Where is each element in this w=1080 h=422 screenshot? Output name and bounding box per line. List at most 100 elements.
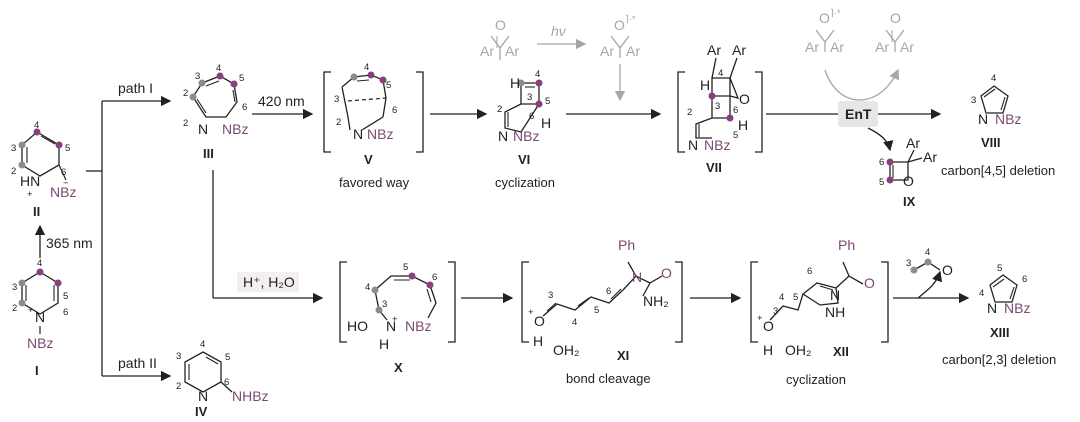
aryl-label: Ar [906,135,920,151]
charge-plus: + [27,189,33,200]
atom-label: H [763,342,773,358]
aryl-label: Ar [923,149,937,165]
condition-ent: EnT [845,106,872,122]
atom-number: 4 [572,317,577,328]
atom-dot [367,71,375,79]
group-label: NBz [50,184,76,200]
aryl-label: Ar [900,39,914,55]
atom-dot [708,92,716,100]
excited-state-mark: ⌉·* [625,14,636,25]
atom-number: 2 [336,117,341,128]
atom-number: 4 [200,339,205,350]
compound-VIII: 4 3 N NBz VIII carbon[4,5] deletion [941,73,1055,178]
compound-id: VI [518,152,530,167]
compound-VII: Ar Ar O H H 4 3 6 5 2 N NBz VII [677,42,763,175]
compound-VI: 4 5 3 2 6 H H N NBz VI cyclization [495,69,555,190]
atom-number: 5 [545,96,550,107]
atom-number: 4 [216,63,221,74]
atom-dot [198,79,206,87]
atom-number: 3 [527,92,532,103]
atom-label: H [510,75,520,91]
compound-id: XI [617,348,629,363]
charge-plus: + [757,313,763,324]
compound-id: IV [195,404,208,419]
atom-number: 6 [63,307,68,318]
atom-dot [18,161,26,169]
atom-dot [18,279,26,287]
atom-dot [33,128,41,136]
atom-label: OH₂ [553,342,579,358]
atom-number: 3 [715,101,720,112]
atom-number: 6 [606,286,611,297]
atom-label: O [739,91,750,107]
compound-XI: Ph O N NH₂ O + H OH₂ 3 4 5 6 XI bond cle… [521,237,683,386]
group-label: Ph [838,237,855,253]
atom-label: O [903,173,914,189]
atom-dot [886,158,894,166]
compound-id: II [33,204,40,219]
atom-number: 5 [793,292,798,303]
aryl-label: Ar [600,43,614,59]
compound-id: X [394,360,403,375]
atom-label: HN [20,173,40,189]
compound-id: XII [833,344,849,359]
compound-V: 3 2 4 5 6 N NBz V favored way [323,62,424,190]
atom-label: N [987,300,997,316]
charge-minus: − [63,178,69,189]
compound-XII: Ph O N NH 6 5 4 3 O + H OH₂ XII cyclizat… [750,237,889,387]
condition-hv: hν [551,23,566,39]
atom-label: O [942,262,953,278]
photosensitizer-excitation: Ar Ar O hν Ar Ar O ⌉·* [480,14,640,102]
group-label: NBz [995,111,1021,127]
compound-id: IX [903,194,916,209]
atom-number: 4 [365,282,370,293]
compound-id: VIII [981,135,1001,150]
aryl-label: Ar [480,43,494,59]
group-label: NBz [513,128,539,144]
atom-dot [375,306,383,314]
atom-number: 2 [12,303,17,314]
atom-dot [535,100,543,108]
atom-label: H [738,117,748,133]
atom-dot [726,114,734,122]
atom-number: 4 [979,288,984,299]
atom-label: O [534,313,545,329]
atom-label: N [198,121,208,137]
atom-number: 2 [687,107,692,118]
atom-number: 6 [879,157,884,168]
atom-number: 3 [12,282,17,293]
atom-label: O [661,265,672,281]
atom-number: 4 [364,62,369,73]
aryl-label: Ar [707,42,721,58]
atom-number: 3 [906,258,911,269]
condition-420nm: 420 nm [258,93,305,109]
atom-number: 6 [529,111,534,122]
atom-dot [36,268,44,276]
atom-label: O [890,10,901,26]
atom-label: N [688,137,698,153]
aryl-label: Ar [505,43,519,59]
ent-step: EnT Ar Ar O ⌉·* Ar Ar O [766,8,942,152]
compound-id: V [364,152,373,167]
atom-dot [216,72,224,80]
arrow-420nm: 420 nm [252,93,314,120]
atom-dot [910,266,918,274]
atom-dot [18,141,26,149]
atom-number: 6 [1022,274,1027,285]
atom-number: 2 [183,88,188,99]
aryl-label: Ar [830,39,844,55]
hydrolysis-branch: H⁺, H₂O [212,170,324,304]
atom-label: OH₂ [785,342,811,358]
atom-number: 6 [432,272,437,283]
atom-label: H [379,336,389,352]
group-label: NBz [704,137,730,153]
atom-number: 5 [594,305,599,316]
atom-number: 4 [37,258,42,269]
atom-label: O [495,17,506,33]
compound-IV: 3 4 5 2 6 N NHBz IV [176,339,269,419]
charge-plus: + [28,305,34,316]
group-label: Ph [618,237,635,253]
aryl-label: Ar [626,43,640,59]
arrow-365nm: 365 nm [34,224,93,258]
